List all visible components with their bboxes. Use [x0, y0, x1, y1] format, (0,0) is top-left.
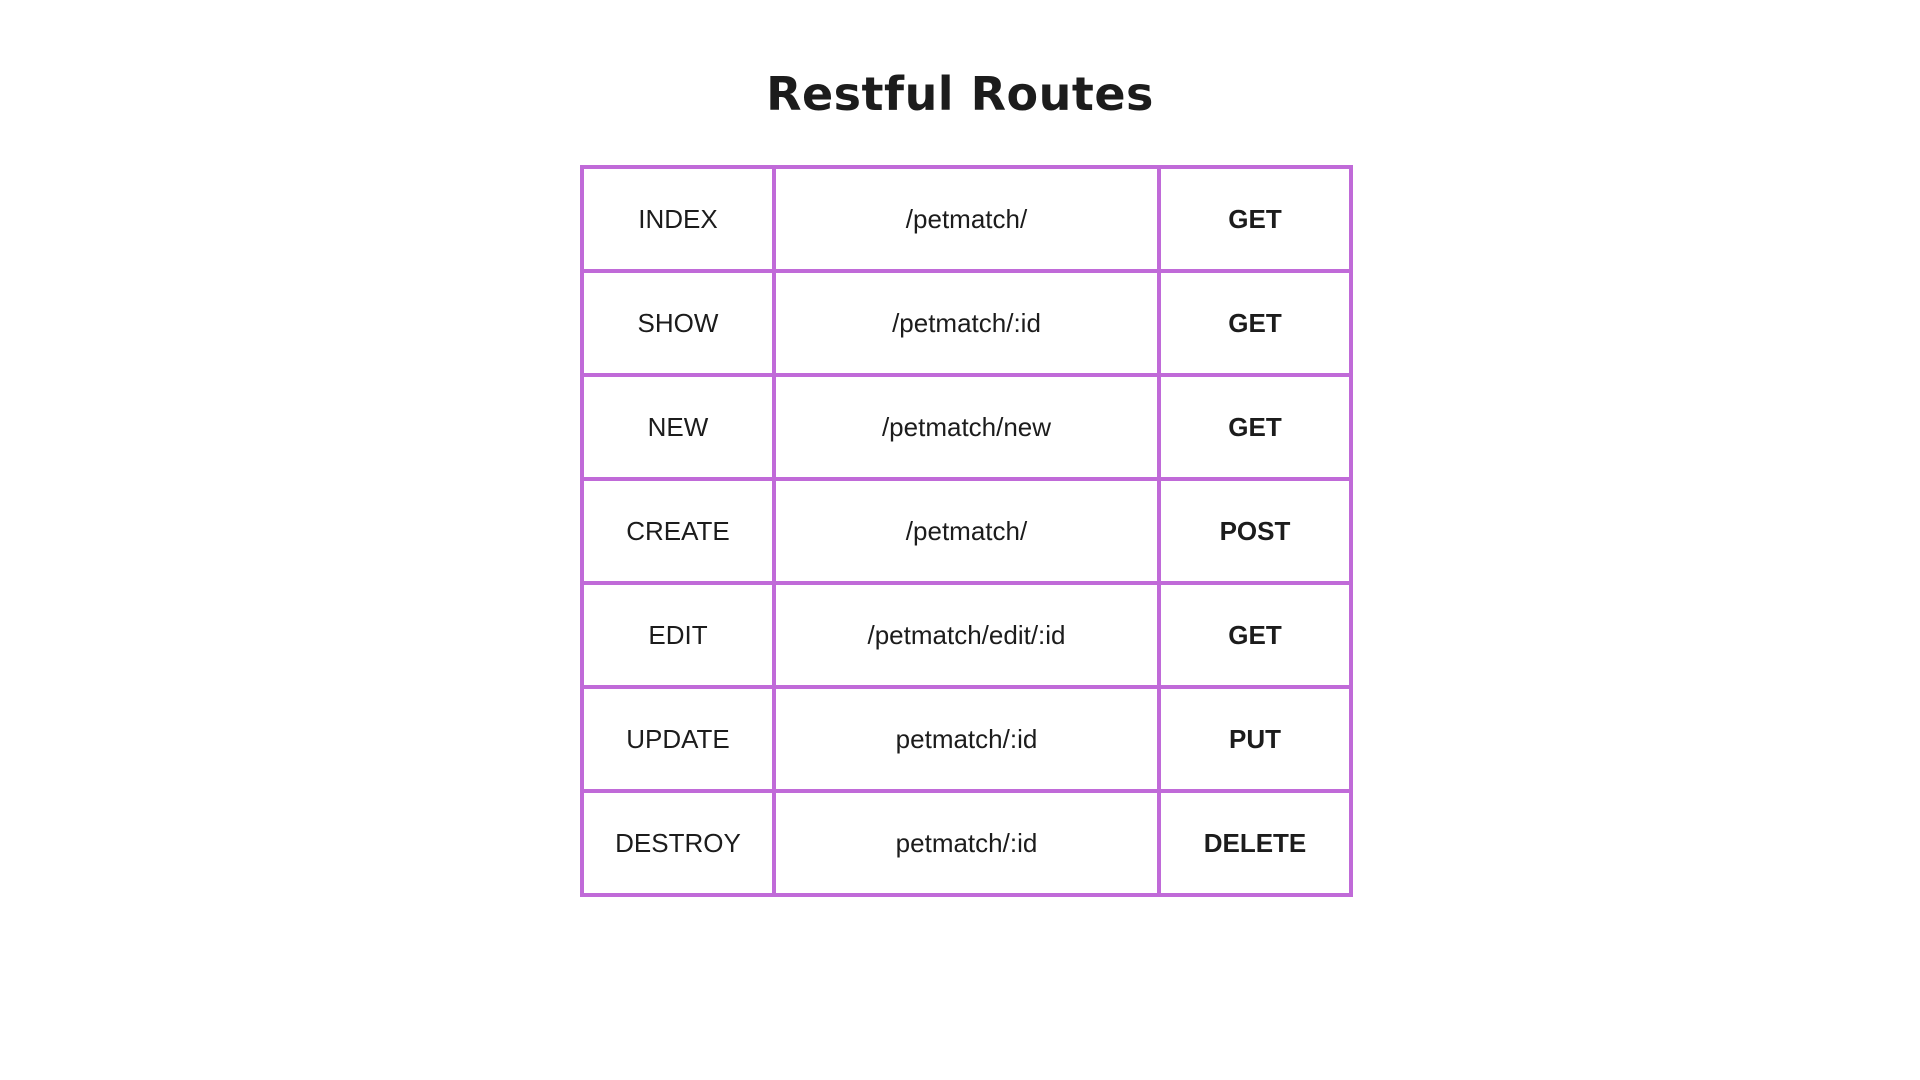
route-name-cell: DESTROY: [580, 789, 776, 897]
http-verb-cell: GET: [1157, 269, 1353, 377]
http-verb-cell: DELETE: [1157, 789, 1353, 897]
http-verb-cell: GET: [1157, 373, 1353, 481]
http-verb-cell: PUT: [1157, 685, 1353, 793]
table-row-destroy: DESTROY petmatch/:id DELETE: [580, 789, 1353, 897]
route-path-cell: /petmatch/edit/:id: [772, 581, 1161, 689]
routes-table: INDEX /petmatch/ GET SHOW /petmatch/:id …: [580, 165, 1353, 897]
table-row-create: CREATE /petmatch/ POST: [580, 477, 1353, 585]
route-path-cell: petmatch/:id: [772, 789, 1161, 897]
route-path-cell: /petmatch/new: [772, 373, 1161, 481]
page-title: Restful Routes: [766, 67, 1154, 121]
table-row-update: UPDATE petmatch/:id PUT: [580, 685, 1353, 793]
table-row-index: INDEX /petmatch/ GET: [580, 165, 1353, 273]
table-row-new: NEW /petmatch/new GET: [580, 373, 1353, 481]
route-name-cell: UPDATE: [580, 685, 776, 793]
route-name-cell: INDEX: [580, 165, 776, 273]
route-name-cell: NEW: [580, 373, 776, 481]
route-path-cell: petmatch/:id: [772, 685, 1161, 793]
http-verb-cell: POST: [1157, 477, 1353, 585]
route-path-cell: /petmatch/: [772, 165, 1161, 273]
route-name-cell: SHOW: [580, 269, 776, 377]
http-verb-cell: GET: [1157, 581, 1353, 689]
route-path-cell: /petmatch/:id: [772, 269, 1161, 377]
table-row-edit: EDIT /petmatch/edit/:id GET: [580, 581, 1353, 689]
route-name-cell: EDIT: [580, 581, 776, 689]
route-name-cell: CREATE: [580, 477, 776, 585]
table-row-show: SHOW /petmatch/:id GET: [580, 269, 1353, 377]
http-verb-cell: GET: [1157, 165, 1353, 273]
route-path-cell: /petmatch/: [772, 477, 1161, 585]
